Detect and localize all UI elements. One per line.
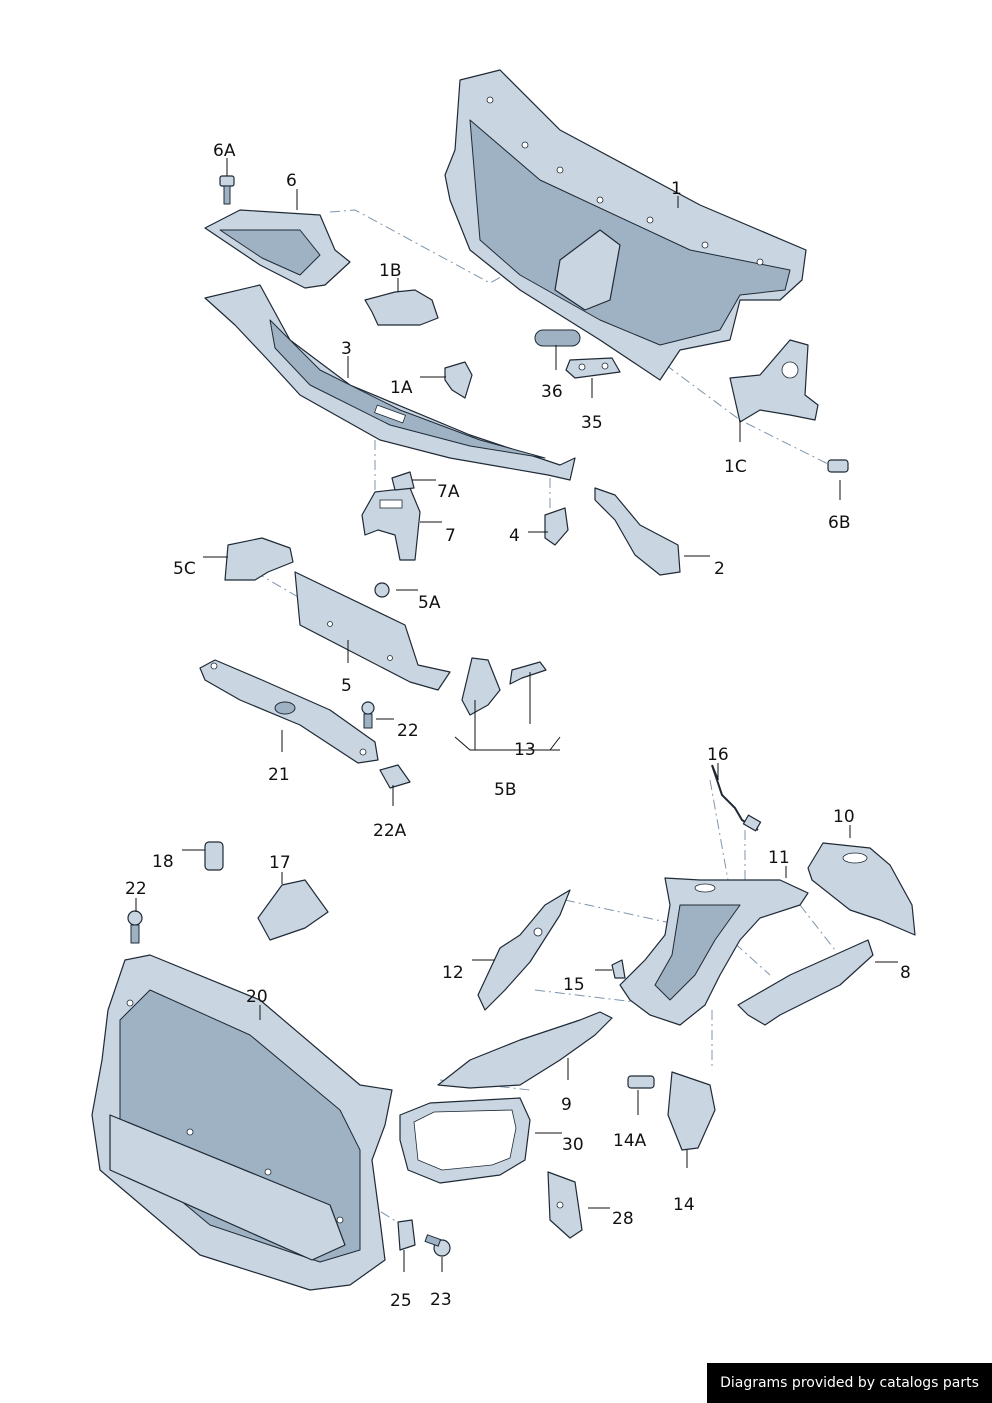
- part-20-lock-carrier: [91, 954, 393, 1291]
- callout-1a: 1A: [390, 378, 413, 398]
- part-28-bracket: [547, 1171, 583, 1239]
- part-35-grommet: [565, 357, 621, 379]
- part-5c-bracket: [224, 537, 294, 581]
- callout-20: 20: [246, 987, 268, 1007]
- part-17-bracket: [257, 879, 329, 941]
- part-6-bracket: [204, 209, 351, 289]
- callout-30: 30: [562, 1135, 584, 1155]
- callout-36: 36: [541, 382, 563, 402]
- clip-5a-icon: [374, 582, 390, 598]
- callout-21: 21: [268, 765, 290, 785]
- part-10-wheel-housing: [807, 842, 916, 936]
- part-21-bar: [199, 659, 379, 764]
- bolt-22-icon: [361, 701, 375, 729]
- part-7-duct: [361, 487, 421, 561]
- callout-12: 12: [442, 963, 464, 983]
- callout-13: 13: [514, 740, 536, 760]
- callout-11: 11: [768, 848, 790, 868]
- part-11-wheel-arch: [619, 877, 809, 1026]
- callout-10: 10: [833, 807, 855, 827]
- callout-28: 28: [612, 1209, 634, 1229]
- part-1b-bracket: [364, 289, 439, 326]
- callout-14: 14: [673, 1195, 695, 1215]
- part-30-frame: [399, 1097, 531, 1184]
- credit-banner[interactable]: Diagrams provided by catalogs parts: [707, 1363, 992, 1403]
- part-5b-bracket: [461, 657, 501, 716]
- callout-18: 18: [152, 852, 174, 872]
- callout-22: 22: [397, 721, 419, 741]
- part-2-support: [594, 487, 681, 576]
- callout-8: 8: [900, 963, 911, 983]
- part-9-side-member: [437, 1011, 613, 1089]
- leader-lines: [135, 158, 898, 1272]
- part-4-bracket: [544, 507, 569, 546]
- part-12-bracket: [477, 889, 571, 1011]
- callout-5b: 5B: [494, 780, 516, 800]
- part-1a-bracket: [444, 361, 473, 399]
- callout-6b: 6B: [828, 513, 850, 533]
- part-14-bracket: [667, 1071, 716, 1151]
- callout-1: 1: [671, 179, 682, 199]
- callout-7: 7: [445, 526, 456, 546]
- part-16-harness: [711, 764, 762, 832]
- part-1c-bracket: [729, 339, 819, 423]
- bolt-6a-icon: [219, 175, 235, 205]
- callout-5a: 5A: [418, 593, 441, 613]
- callout-2: 2: [714, 559, 725, 579]
- callout-1b: 1B: [379, 261, 401, 281]
- callout-6a: 6A: [213, 141, 236, 161]
- bolt-22-lower-icon: [127, 910, 143, 944]
- callout-17: 17: [269, 853, 291, 873]
- part-13-bracket: [509, 661, 547, 685]
- part-1-plenum-panel: [444, 69, 807, 381]
- callout-5: 5: [341, 676, 352, 696]
- callout-23: 23: [430, 1290, 452, 1310]
- callout-6: 6: [286, 171, 297, 191]
- callout-35: 35: [581, 413, 603, 433]
- bolt-23-icon: [424, 1234, 451, 1257]
- clip-15-icon: [611, 959, 626, 979]
- part-25-bracket: [397, 1219, 416, 1251]
- callout-22-lower: 22: [125, 879, 147, 899]
- callout-22a: 22A: [373, 821, 407, 841]
- callout-14a: 14A: [613, 1131, 647, 1151]
- bolt-6b-icon: [827, 459, 849, 473]
- part-18-seal: [204, 841, 224, 871]
- part-8-member: [737, 939, 874, 1026]
- part-22a-clip: [379, 764, 411, 789]
- callout-labels: 6A 6 1 1B 3 1A 36 35 1C 6B 7A 7 4 2 5C 5…: [125, 141, 911, 1311]
- callout-15: 15: [563, 975, 585, 995]
- clip-7a-icon: [391, 471, 415, 491]
- callout-25: 25: [390, 1291, 412, 1311]
- callout-1c: 1C: [724, 457, 747, 477]
- callout-4: 4: [509, 526, 520, 546]
- callout-7a: 7A: [437, 482, 460, 502]
- callout-5c: 5C: [173, 559, 196, 579]
- part-36-seal: [534, 329, 581, 347]
- callout-3: 3: [341, 339, 352, 359]
- bolt-14a-icon: [627, 1075, 655, 1089]
- part-5-panel: [294, 571, 451, 691]
- part-3-crossmember: [204, 284, 576, 481]
- callout-9: 9: [561, 1095, 572, 1115]
- callout-16: 16: [707, 745, 729, 765]
